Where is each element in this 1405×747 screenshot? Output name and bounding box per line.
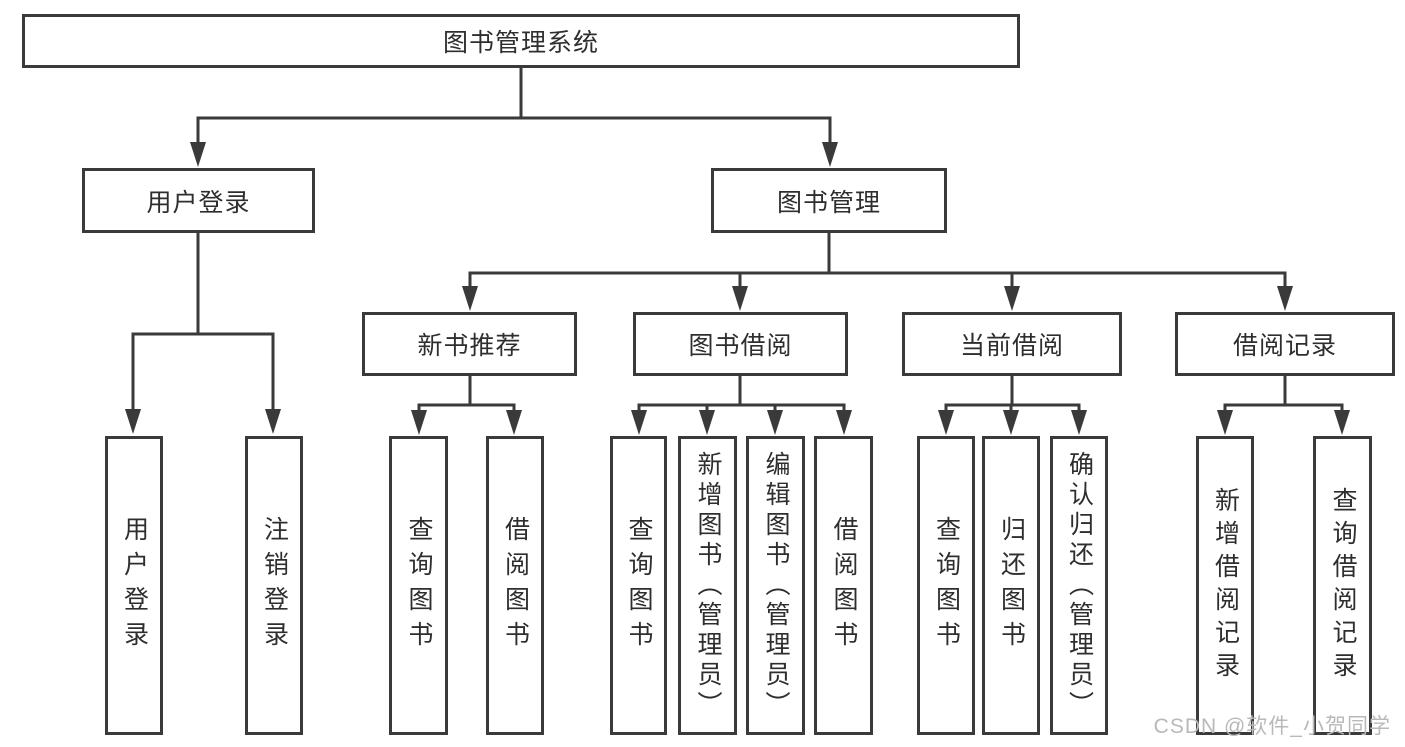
node-borrow-records: 借阅记录 <box>1175 312 1395 376</box>
branch-new-book-recommend <box>411 376 522 435</box>
node-label: 查询图书 <box>405 515 433 656</box>
node-label: 用户登录 <box>146 188 251 217</box>
leaf-query-book-2: 查询图书 <box>610 436 667 735</box>
leaf-borrow-book-2: 借阅图书 <box>814 436 873 735</box>
node-label: 用户登录 <box>120 515 149 656</box>
node-user-login: 用户登录 <box>82 168 315 233</box>
node-book-management: 图书管理 <box>711 168 947 233</box>
branch-borrow-records <box>1217 376 1350 435</box>
node-label: 查询图书 <box>932 515 961 656</box>
leaf-query-book-1: 查询图书 <box>389 436 448 735</box>
node-label: 查询借阅记录 <box>1329 486 1357 685</box>
node-label: 查询图书 <box>625 515 653 656</box>
branch-book-borrow <box>631 376 852 435</box>
node-label: 借阅图书 <box>501 515 530 656</box>
node-current-borrow: 当前借阅 <box>902 312 1122 376</box>
node-label: 编辑图书（管理员） <box>762 450 790 721</box>
node-label: 当前借阅 <box>959 332 1064 360</box>
node-label: 图书管理 <box>776 188 881 217</box>
branch-user-login <box>125 233 281 434</box>
leaf-borrow-book-1: 借阅图书 <box>486 436 544 735</box>
leaf-confirm-return-admin: 确认归还（管理员） <box>1050 436 1108 735</box>
branch-root <box>190 68 838 167</box>
leaf-return-book: 归还图书 <box>982 436 1040 735</box>
branch-current-borrow <box>938 376 1087 435</box>
leaf-user-login: 用户登录 <box>105 436 163 735</box>
csdn-watermark: CSDN @软件_小贺同学 <box>1153 715 1391 738</box>
node-label: 注销登录 <box>260 515 289 656</box>
node-label: 新书推荐 <box>417 332 522 360</box>
node-new-book-recommend: 新书推荐 <box>362 312 577 376</box>
node-label: 借阅图书 <box>830 515 858 656</box>
node-label: 图书管理系统 <box>442 29 599 57</box>
leaf-edit-book-admin: 编辑图书（管理员） <box>746 436 805 735</box>
node-book-borrow: 图书借阅 <box>633 312 848 376</box>
node-library-management-system: 图书管理系统 <box>22 14 1020 68</box>
branch-book-management <box>462 233 1293 311</box>
node-label: 归还图书 <box>997 515 1026 656</box>
node-label: 新增借阅记录 <box>1211 486 1240 685</box>
leaf-add-book-admin: 新增图书（管理员） <box>678 436 737 735</box>
leaf-add-borrow-record: 新增借阅记录 <box>1196 436 1254 735</box>
node-label: 借阅记录 <box>1232 332 1337 360</box>
leaf-logout: 注销登录 <box>245 436 303 735</box>
leaf-query-book-3: 查询图书 <box>917 436 975 735</box>
leaf-query-borrow-record: 查询借阅记录 <box>1313 436 1372 735</box>
node-label: 图书借阅 <box>688 332 793 360</box>
node-label: 新增图书（管理员） <box>694 450 722 721</box>
node-label: 确认归还（管理员） <box>1065 450 1094 721</box>
